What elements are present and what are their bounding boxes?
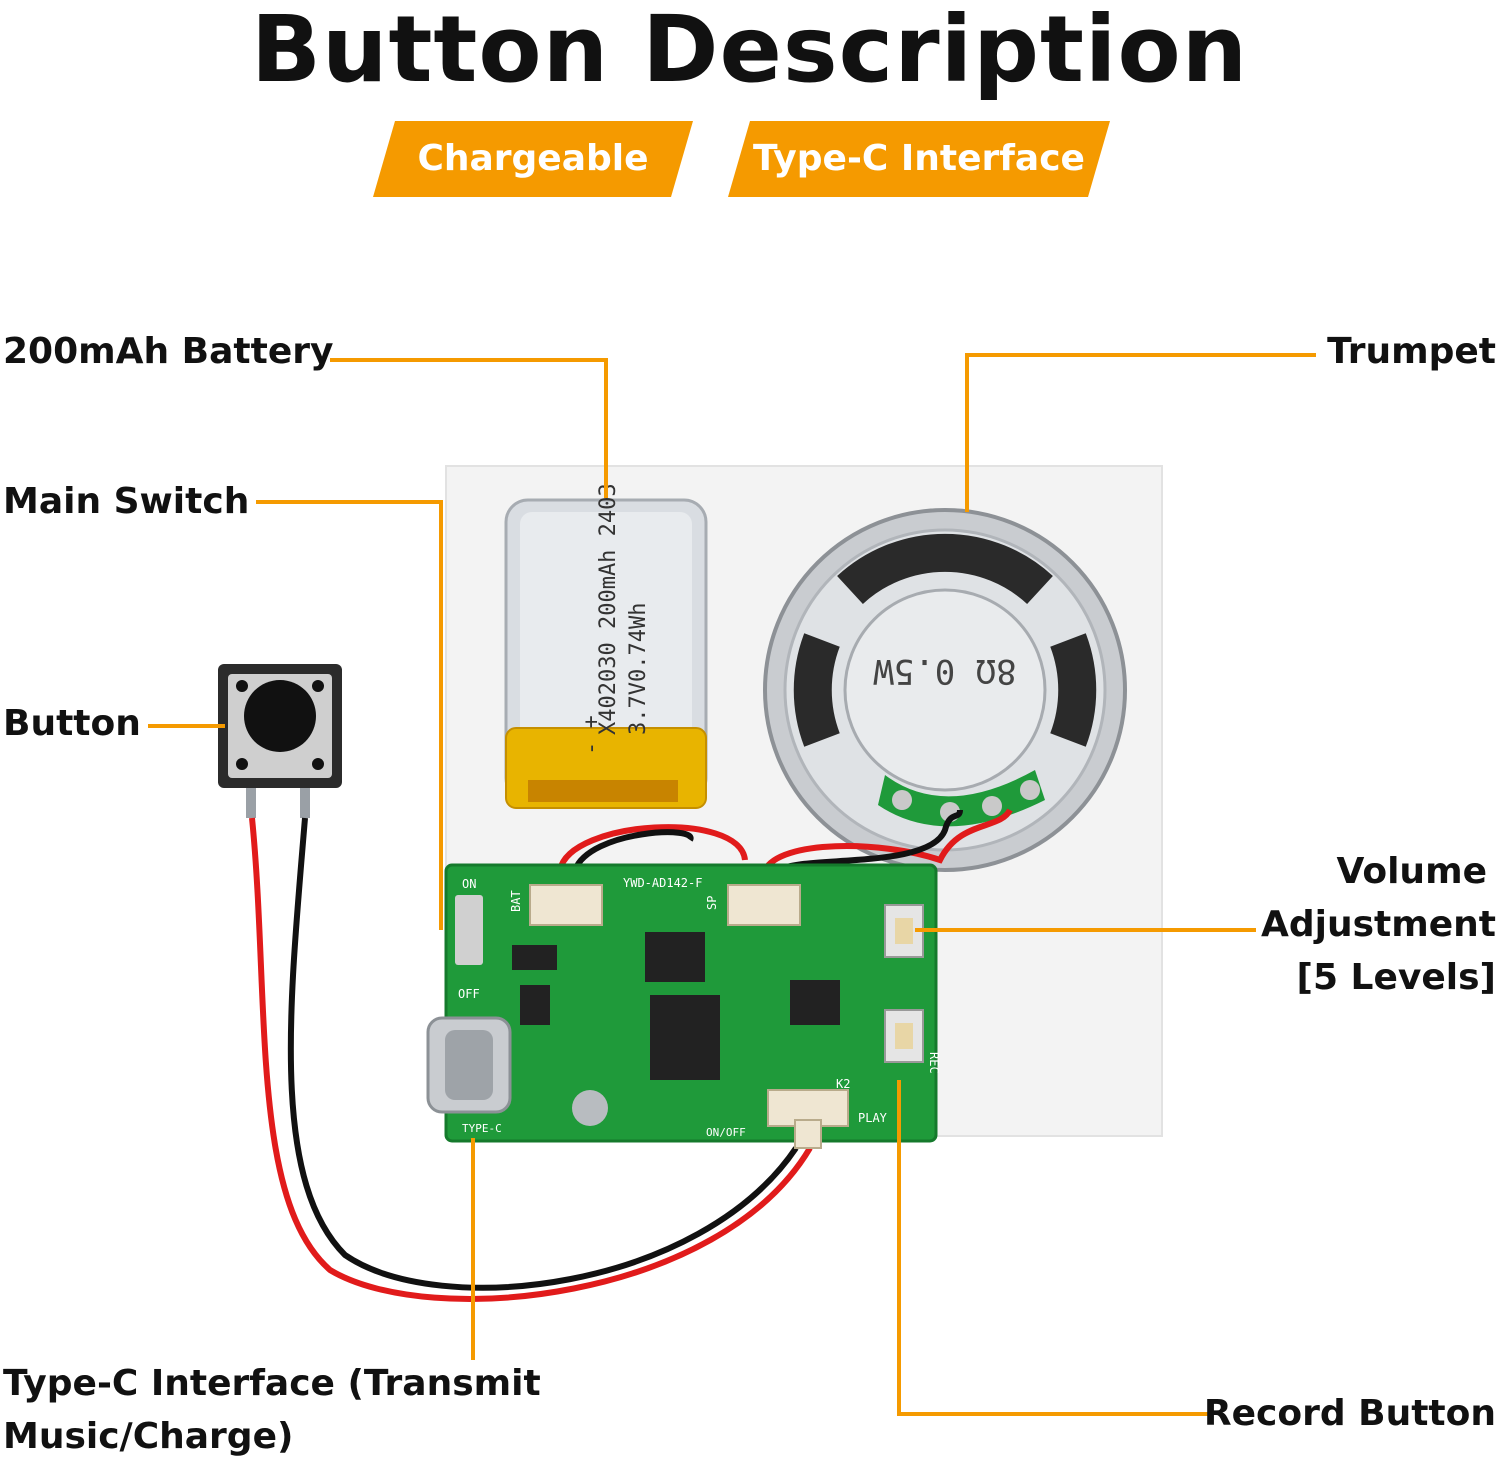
callout-battery [330,358,608,498]
pcb-typec: TYPE-C [462,1122,502,1135]
label-battery: 200mAh Battery [3,331,334,372]
label-volume-line1: Volume [1336,851,1487,892]
label-type-c-line2: Music/Charge) [3,1416,294,1457]
badge-chargeable: Chargeable [373,121,693,197]
battery-print-2: 3.7V0.74Wh [626,603,651,735]
badge-type-c-label: Type-C Interface [753,138,1085,179]
page-title: Button Description [250,0,1249,103]
callout-trumpet [965,353,1316,512]
pcb-on: ON [462,877,476,891]
label-volume-line3: [5 Levels] [1296,957,1497,998]
pcb-sp: SP [705,896,719,910]
label-main-switch: Main Switch [3,481,250,522]
label-type-c-line1: Type-C Interface (Transmit [3,1363,541,1404]
label-volume-line2: Adjustment [1260,904,1496,945]
badge-chargeable-bg [373,121,693,197]
battery-polarity: - + [579,715,604,755]
label-record-button: Record Button [1203,1393,1496,1434]
badge-type-c: Type-C Interface [728,121,1110,197]
pcb-k2: K2 [836,1077,850,1091]
battery-illustration: X402030 200mAh 2403 3.7V0.74Wh - + [504,483,708,809]
pcb-rec: REC [927,1052,941,1074]
badge-chargeable-label: Chargeable [417,138,649,179]
pcb-model: YWD-AD142-F [623,876,702,890]
push-button-illustration [218,664,342,818]
pcb-onoff: ON/OFF [706,1126,746,1139]
speaker-illustration: 8Ω 0.5W [763,508,1127,872]
callout-record [897,1080,1210,1416]
speaker-print: 8Ω 0.5W [873,651,1017,691]
callout-main-switch [256,500,443,930]
pcb-illustration: YWD-AD142-F ON OFF BAT SP REC PLAY K2 TY… [426,863,941,1149]
pcb-play: PLAY [858,1111,888,1125]
pcb-off: OFF [458,987,480,1001]
badge-type-c-bg [728,121,1110,197]
battery-print-1: X402030 200mAh 2403 [596,483,621,735]
label-trumpet: Trumpet [1327,331,1496,372]
label-button: Button [3,703,141,744]
callout-lines [148,353,1316,1416]
pcb-bat: BAT [509,890,523,912]
